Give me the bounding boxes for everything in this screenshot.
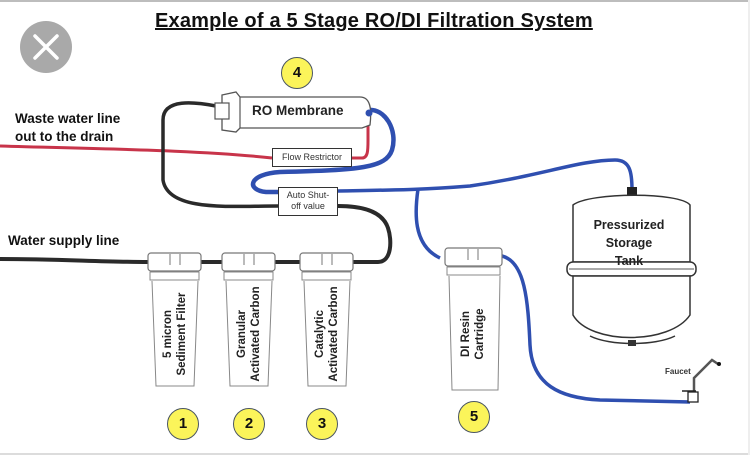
- filter-housing-5: [444, 247, 503, 391]
- filter-2-line2: Activated Carbon: [250, 286, 262, 382]
- auto-shutoff-valve: Auto Shut- off value: [278, 187, 338, 216]
- filter-3-line1: Catalytic: [314, 310, 326, 358]
- diagram-title: Example of a 5 Stage RO/DI Filtration Sy…: [155, 10, 593, 32]
- tank-label-line2: Storage: [605, 236, 653, 250]
- filter-1-label: 5 micron Sediment Filter: [161, 282, 189, 386]
- stage-badge-3: 3: [306, 408, 338, 440]
- flow-restrictor: Flow Restrictor: [272, 148, 352, 167]
- bottom-border: [0, 453, 750, 455]
- product-water-line: [250, 107, 396, 195]
- ro-membrane-housing: [214, 91, 373, 133]
- filter-1-line1: 5 micron: [162, 310, 174, 358]
- filter-5-line1: DI Resin: [460, 311, 472, 358]
- stage-badge-1: 1: [167, 408, 199, 440]
- filter-housing-1: [147, 252, 202, 387]
- water-supply-label: Water supply line: [8, 233, 120, 248]
- filter-2-line1: Granular: [236, 310, 248, 358]
- stage-badge-2: 2: [233, 408, 265, 440]
- waste-water-label: Waste water line out to the drain: [15, 110, 120, 146]
- faucet-label: Faucet: [665, 367, 691, 376]
- waste-label-line1: Waste water line: [15, 111, 121, 126]
- auto-shutoff-label-line2: off value: [291, 201, 325, 211]
- di-feed-line: [414, 188, 441, 260]
- storage-tank: [566, 187, 697, 346]
- right-border: [748, 0, 750, 455]
- filter-housing-2: [221, 252, 276, 387]
- filter-5-line2: Cartridge: [474, 308, 486, 360]
- filter-5-label: DI Resin Cartridge: [459, 294, 487, 374]
- stage-badge-4: 4: [281, 57, 313, 89]
- auto-shutoff-label-line1: Auto Shut-: [286, 190, 330, 200]
- tank-label-line3: Tank: [614, 254, 644, 268]
- filter-housing-3: [299, 252, 354, 387]
- close-button[interactable]: [20, 21, 72, 73]
- ro-membrane-label: RO Membrane: [252, 103, 344, 118]
- filter-3-line2: Activated Carbon: [328, 286, 340, 382]
- waste-label-line2: out to the drain: [15, 129, 114, 144]
- close-icon: [33, 34, 59, 60]
- faucet-line: [501, 254, 691, 404]
- feed-line-to-membrane: [161, 101, 279, 209]
- waste-water-line: [0, 122, 370, 160]
- tank-line: [337, 158, 634, 193]
- filter-3-label: Catalytic Activated Carbon: [313, 282, 341, 386]
- tank-label-line1: Pressurized: [593, 218, 665, 232]
- water-supply-line: [0, 204, 393, 264]
- stage-badge-5: 5: [458, 401, 490, 433]
- faucet: [682, 358, 721, 403]
- top-border: [0, 0, 750, 2]
- flow-restrictor-label: Flow Restrictor: [281, 152, 342, 162]
- filter-2-label: Granular Activated Carbon: [235, 282, 263, 386]
- filter-1-line2: Sediment Filter: [176, 292, 188, 376]
- tank-label: Pressurized Storage Tank: [589, 216, 669, 270]
